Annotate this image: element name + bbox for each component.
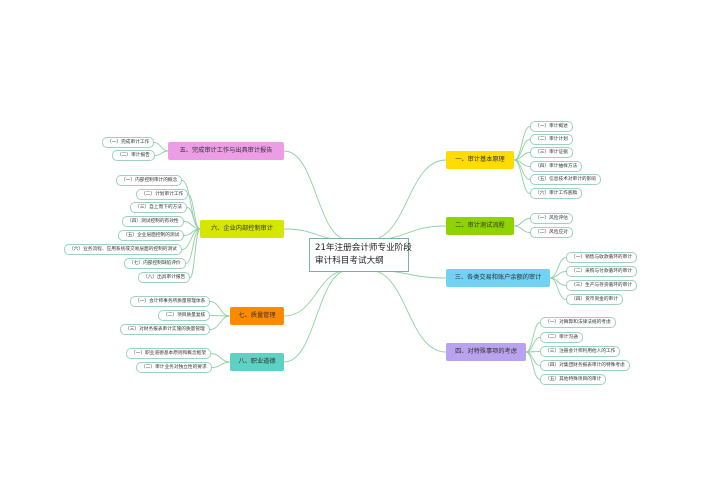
- leaf-item[interactable]: （一）审计概述: [530, 121, 573, 132]
- leaf-item[interactable]: （四）测试控制的有效性: [122, 216, 184, 227]
- leaf-item[interactable]: （五）其他特殊项目的审计: [540, 374, 607, 385]
- leaf-item[interactable]: （五）信息技术对审计的影响: [530, 174, 601, 185]
- connector-curve: [513, 159, 531, 194]
- connector-curve: [211, 361, 231, 368]
- connector-curve: [283, 269, 350, 317]
- leaf-item[interactable]: （二）风险应对: [530, 227, 573, 238]
- leaf-item[interactable]: （一）对舞弊和法律法规的考虑: [540, 317, 616, 328]
- connector-curve: [525, 322, 541, 353]
- leaf-item[interactable]: （一）风险评估: [530, 213, 573, 224]
- leaf-item[interactable]: （三）审计证据: [530, 147, 573, 158]
- connector-curve: [513, 225, 531, 233]
- leaf-item[interactable]: （五）企业层面控制的测试: [118, 230, 185, 241]
- connector-curve: [209, 315, 231, 317]
- leaf-item[interactable]: （三）注册会计师利用他人的工作: [540, 346, 621, 357]
- leaf-item[interactable]: （二）项目质量复核: [158, 310, 211, 321]
- connector-curve: [210, 353, 231, 363]
- central-topic-line1: 21年注册会计师专业阶段: [315, 243, 412, 253]
- branch-internal-control[interactable]: 六、企业内部控制审计: [200, 220, 284, 238]
- connector-curve: [186, 207, 201, 230]
- connector-curve: [189, 228, 201, 278]
- leaf-item[interactable]: （一）完成审计工作: [102, 137, 155, 148]
- leaf-item[interactable]: （二）审计计划: [530, 134, 573, 145]
- leaf-item[interactable]: （三）生产与存货循环的审计: [566, 280, 637, 291]
- leaf-item[interactable]: （二）审计业务对独立性的要求: [136, 362, 212, 373]
- leaf-item[interactable]: （二）审计报告: [112, 150, 155, 161]
- connector-curve: [209, 301, 231, 317]
- connector-curve: [525, 351, 541, 380]
- leaf-item[interactable]: （一）内部控制审计的概念: [116, 175, 183, 186]
- leaf-item[interactable]: （二）计划审计工作: [136, 189, 189, 200]
- leaf-item[interactable]: （六）审计工作底稿: [530, 188, 583, 199]
- leaf-item[interactable]: （四）审计抽样方法: [530, 161, 583, 172]
- connector-curve: [283, 269, 350, 363]
- branch-completion-report[interactable]: 五、完成审计工作与出具审计报告: [168, 142, 284, 160]
- leaf-item[interactable]: （三）自上而下的方法: [130, 202, 187, 213]
- connector-curve: [187, 194, 201, 230]
- connector-curve: [368, 269, 447, 353]
- connector-curve: [513, 126, 531, 161]
- connector-curve: [525, 351, 541, 366]
- leaf-item[interactable]: （四）对集团财务报表审计的特殊考虑: [540, 360, 630, 371]
- connector-curve: [209, 315, 231, 330]
- connector-curve: [154, 150, 169, 156]
- connector-curve: [525, 337, 541, 353]
- leaf-item[interactable]: （六）业务流程、应用系统或交易层面的控制的测试: [64, 244, 182, 255]
- leaf-item[interactable]: （一）销售与收款循环的审计: [566, 252, 637, 263]
- branch-special-matters[interactable]: 四、对特殊事项的考虑: [446, 343, 526, 361]
- leaf-item[interactable]: （二）审计沟通: [540, 332, 583, 343]
- branch-transactions-audit[interactable]: 三、各类交易和账户余额的审计: [446, 269, 550, 287]
- leaf-item[interactable]: （八）出具审计报告: [138, 272, 191, 283]
- leaf-item[interactable]: （二）采购与付款循环的审计: [566, 266, 637, 277]
- connector-curve: [153, 142, 169, 152]
- leaf-item[interactable]: （七）内部控制缺陷评价: [124, 258, 186, 269]
- leaf-item[interactable]: （四）货币资金的审计: [566, 294, 623, 305]
- leaf-item[interactable]: （三）对财务报表审计实施的质量管理: [120, 324, 210, 335]
- connector-curve: [283, 150, 350, 241]
- branch-quality-management[interactable]: 七、质量管理: [230, 307, 284, 325]
- branch-audit-testing[interactable]: 二、审计测试流程: [446, 217, 514, 235]
- branch-professional-ethics[interactable]: 八、职业道德: [230, 353, 284, 371]
- central-topic[interactable]: 21年注册会计师专业阶段 审计科目考试大纲: [309, 238, 412, 272]
- connector-curve: [549, 277, 567, 300]
- connector-curve: [513, 218, 531, 227]
- connector-curve: [525, 351, 541, 353]
- connector-curve: [368, 159, 447, 241]
- leaf-item[interactable]: （一）会计师事务所质量管理体系: [130, 296, 211, 307]
- leaf-item[interactable]: （一）职业道德基本原则和概念框架: [126, 348, 212, 359]
- central-topic-line2: 审计科目考试大纲: [315, 256, 384, 266]
- branch-audit-principles[interactable]: 一、审计基本原理: [446, 151, 514, 169]
